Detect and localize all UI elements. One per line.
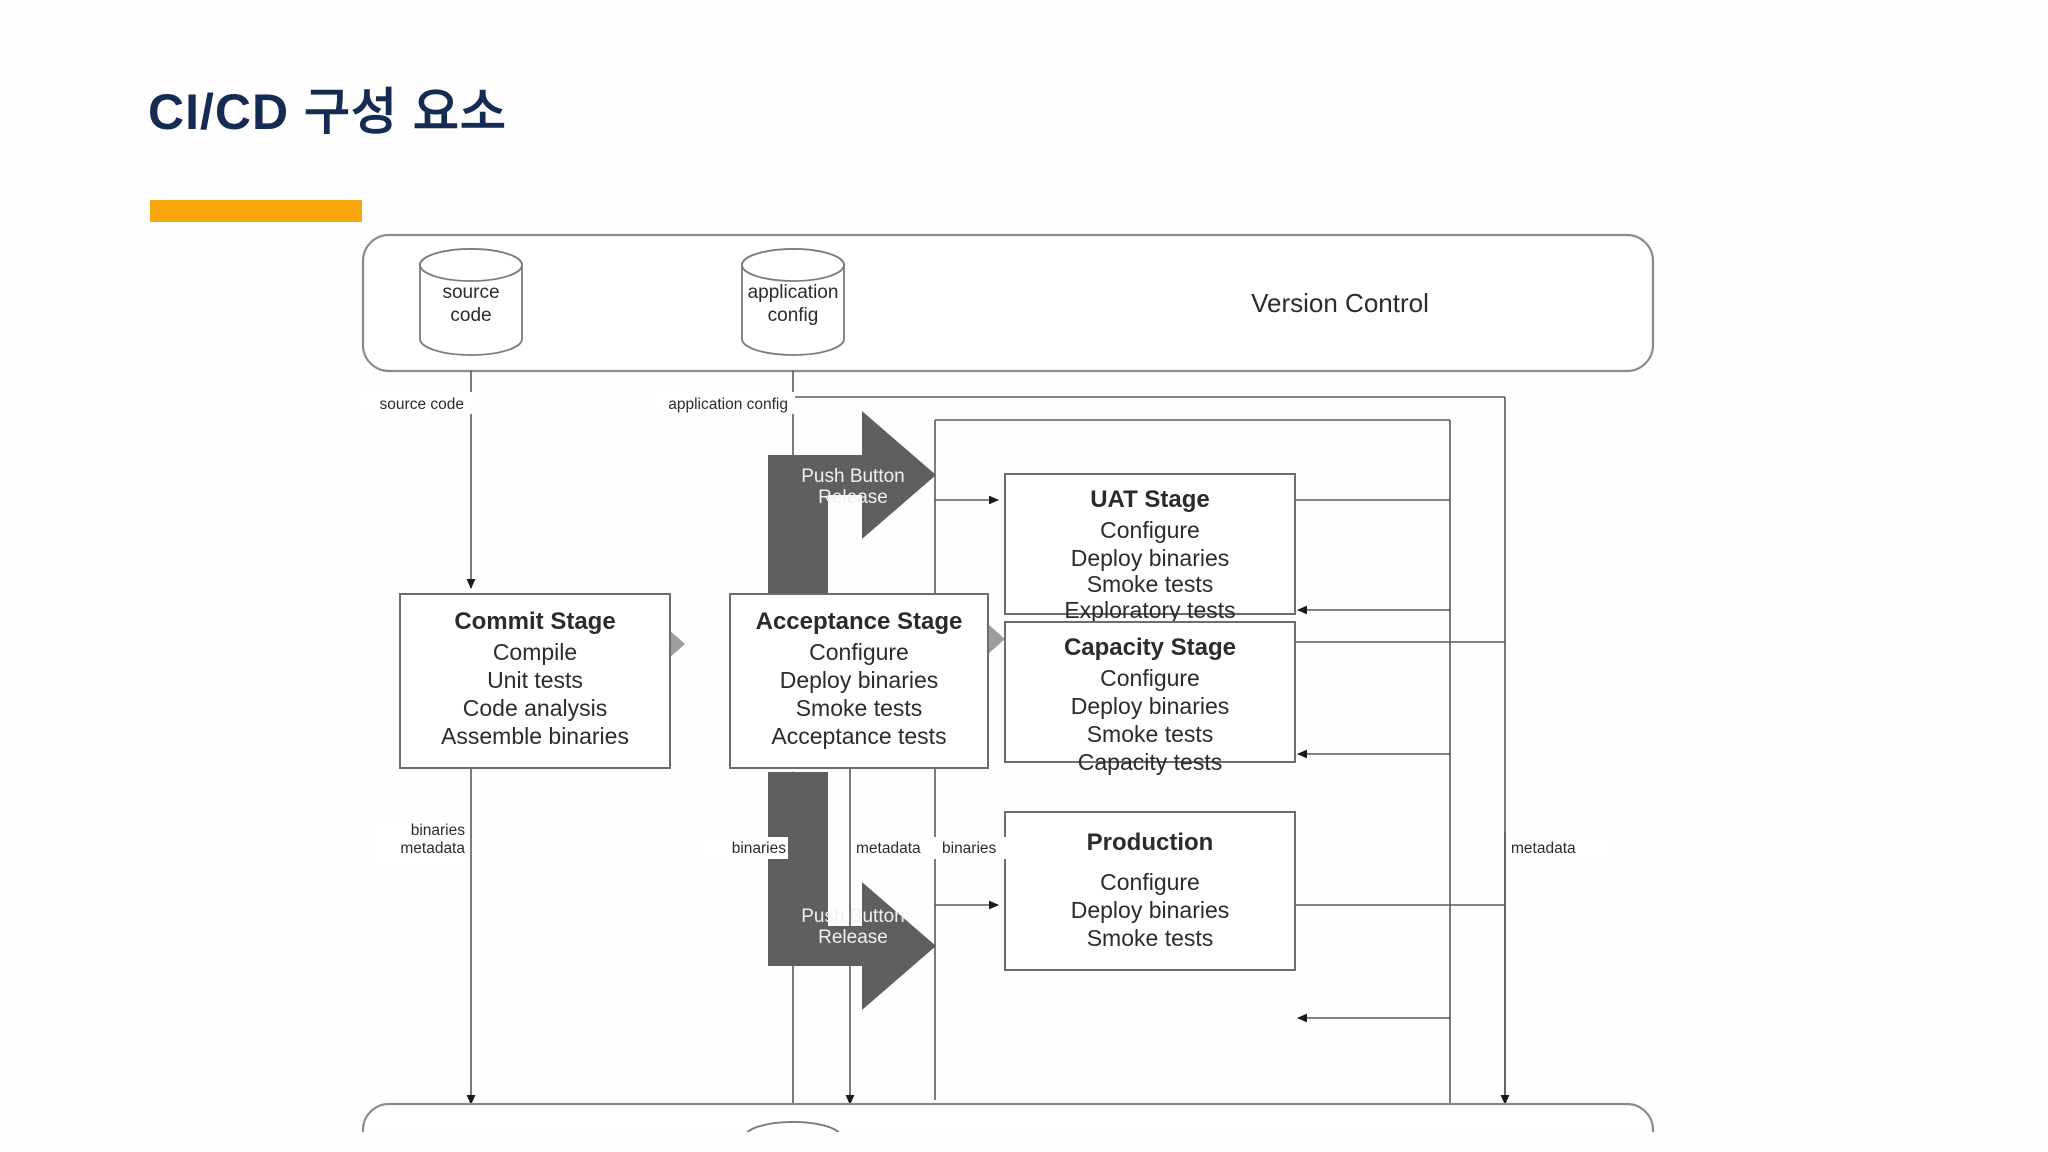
version-control-label: Version Control [1251,288,1429,318]
cicd-pipeline-diagram: Version Control source code application … [360,232,1670,1132]
binary-repository-container: Binary Repository [361,1102,1655,1132]
edge-label-metadata-left: metadata [400,840,465,857]
binaries-metadata-store: binaries metadata [746,1121,840,1132]
uat-stage-item-1: Deploy binaries [1071,545,1230,571]
edge-label-source-code: source code [380,396,464,413]
uat-stage-item-3: Exploratory tests [1064,597,1235,623]
uat-stage-item-2: Smoke tests [1087,571,1214,597]
acceptance-stage-item-3: Acceptance tests [771,723,946,749]
commit-stage-item-1: Unit tests [487,667,583,693]
capacity-stage-item-1: Deploy binaries [1071,693,1230,719]
push-button-release-uat-line2: Release [818,487,888,508]
acceptance-stage-item-2: Smoke tests [796,695,923,721]
edge-label-application-config: application config [668,396,788,413]
push-button-release-prod-line2: Release [818,927,888,948]
connector-lines [466,371,1510,1107]
push-button-release-uat-line1: Push Button [801,466,905,487]
production-stage-item-2: Smoke tests [1087,925,1214,951]
commit-stage-item-3: Assemble binaries [441,723,629,749]
application-config-store-line2: config [768,305,819,326]
source-code-store: source code [419,248,523,356]
edge-label-binaries-right: binaries [942,840,997,857]
push-button-release-prod-line1: Push Button [801,906,905,927]
commit-stage-item-0: Compile [493,639,577,665]
commit-stage-title: Commit Stage [454,608,615,635]
production-stage[interactable]: Production Configure Deploy binaries Smo… [1004,811,1296,971]
source-code-store-line2: code [450,305,491,326]
capacity-stage-title: Capacity Stage [1064,634,1236,661]
production-stage-item-0: Configure [1100,869,1200,895]
capacity-stage-item-0: Configure [1100,665,1200,691]
capacity-stage[interactable]: Capacity Stage Configure Deploy binaries… [1004,621,1296,775]
edge-label-binaries-left: binaries [411,822,466,839]
source-code-store-line1: source [442,282,499,303]
uat-stage-title: UAT Stage [1090,486,1210,513]
edge-label-metadata-far-right: metadata [1511,840,1576,857]
page-title: CI/CD 구성 요소 [148,84,507,140]
capacity-stage-item-2: Smoke tests [1087,721,1214,747]
acceptance-stage-item-0: Configure [809,639,909,665]
production-stage-title: Production [1087,829,1214,856]
acceptance-stage[interactable]: Acceptance Stage Configure Deploy binari… [729,593,989,769]
edge-label-binaries-mid: binaries [732,840,787,857]
uat-stage[interactable]: UAT Stage Configure Deploy binaries Smok… [1004,473,1296,623]
title-accent-bar [150,200,362,222]
edge-label-metadata-mid: metadata [856,840,921,857]
push-button-release-prod: Push Button Release [768,772,936,1010]
capacity-stage-item-3: Capacity tests [1078,749,1222,775]
uat-stage-item-0: Configure [1100,517,1200,543]
production-stage-item-1: Deploy binaries [1071,897,1230,923]
application-config-store: application config [741,248,845,356]
edge-label-group: source code application config binaries … [360,392,1609,866]
commit-stage-item-2: Code analysis [463,695,607,721]
acceptance-stage-title: Acceptance Stage [756,608,963,635]
acceptance-stage-item-1: Deploy binaries [780,667,939,693]
push-button-release-uat: Push Button Release [768,411,936,649]
application-config-store-line1: application [748,282,839,303]
version-control-container: Version Control [361,233,1655,373]
commit-stage[interactable]: Commit Stage Compile Unit tests Code ana… [399,593,671,769]
